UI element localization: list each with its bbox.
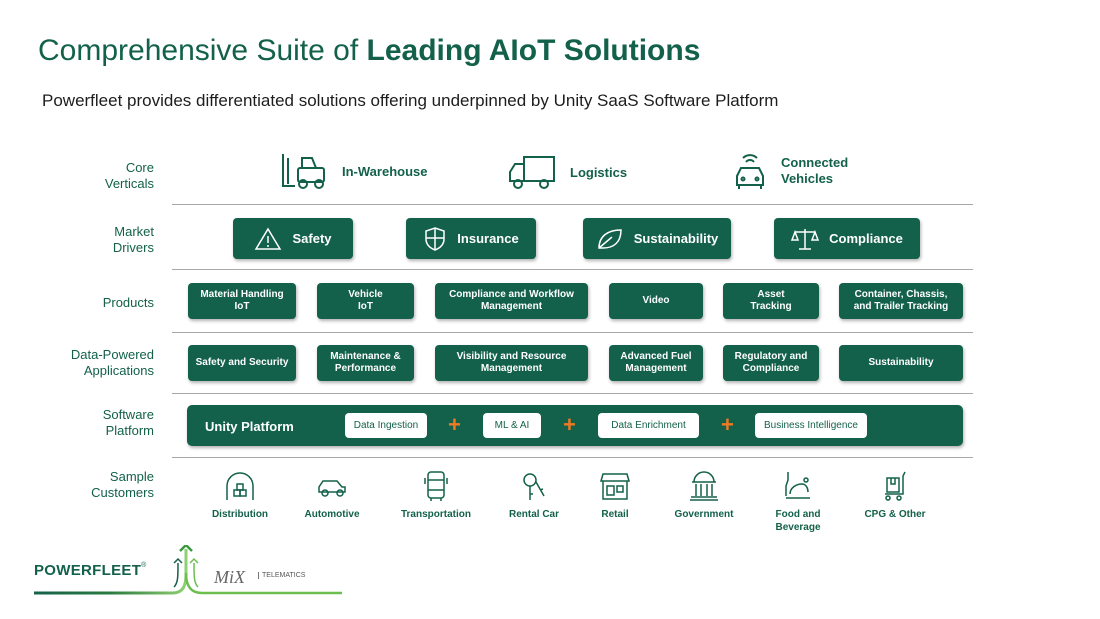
divider (172, 393, 973, 394)
logo-arrows-graphic (34, 545, 342, 595)
driver-compliance: Compliance (774, 218, 920, 259)
plus-icon: + (721, 412, 734, 437)
scales-icon (791, 228, 820, 250)
hand-truck-icon (885, 471, 906, 501)
component-business-intelligence: Business Intelligence (755, 413, 867, 438)
app-safety-security: Safety and Security (188, 345, 296, 381)
powerfleet-logo: POWERFLEET® (34, 562, 147, 579)
driver-safety: Safety (233, 218, 353, 259)
customer-automotive: Automotive (282, 470, 382, 521)
unity-platform-label: Unity Platform (205, 419, 294, 434)
page-title: Comprehensive Suite of Leading AIoT Solu… (38, 34, 701, 67)
driver-sustainability: Sustainability (583, 218, 731, 259)
keys-icon (523, 473, 545, 500)
driver-insurance: Insurance (406, 218, 536, 259)
bus-icon (424, 471, 448, 501)
component-data-enrichment: Data Enrichment (598, 413, 699, 438)
customer-retail: Retail (565, 470, 665, 521)
divider (172, 457, 973, 458)
component-data-ingestion: Data Ingestion (345, 413, 427, 438)
divider (172, 204, 973, 205)
customer-government: Government (654, 470, 754, 521)
product-video: Video (609, 283, 703, 319)
row-label-products: Products (102, 295, 154, 310)
car-icon (318, 480, 346, 497)
app-maintenance: Maintenance &Performance (317, 345, 414, 381)
warehouse-icon (226, 472, 254, 500)
telematics-label: TELEMATICS (258, 572, 305, 579)
divider (172, 269, 973, 270)
mix-logo: MiX (214, 567, 245, 587)
storefront-icon (600, 473, 630, 500)
customer-transportation: Transportation (386, 470, 486, 521)
customer-rental-car: Rental Car (484, 470, 584, 521)
app-sustainability: Sustainability (839, 345, 963, 381)
warning-icon (255, 227, 282, 250)
divider (172, 332, 973, 333)
customer-distribution: Distribution (190, 470, 290, 521)
page-subtitle: Powerfleet provides differentiated solut… (42, 91, 779, 110)
vertical-in-warehouse: In-Warehouse (280, 152, 427, 190)
government-building-icon (690, 471, 718, 501)
component-ml-ai: ML & AI (483, 413, 541, 438)
connected-car-icon (736, 154, 764, 189)
plus-icon: + (563, 412, 576, 437)
vertical-logistics: Logistics (508, 154, 627, 190)
leaf-icon (597, 228, 622, 249)
customer-cpg-other: CPG & Other (845, 470, 945, 521)
product-container-tracking: Container, Chassis,and Trailer Tracking (839, 283, 963, 319)
shield-icon (425, 226, 446, 251)
food-icon (785, 472, 810, 499)
truck-icon (509, 156, 555, 189)
plus-icon: + (448, 412, 461, 437)
forklift-icon (282, 154, 325, 189)
